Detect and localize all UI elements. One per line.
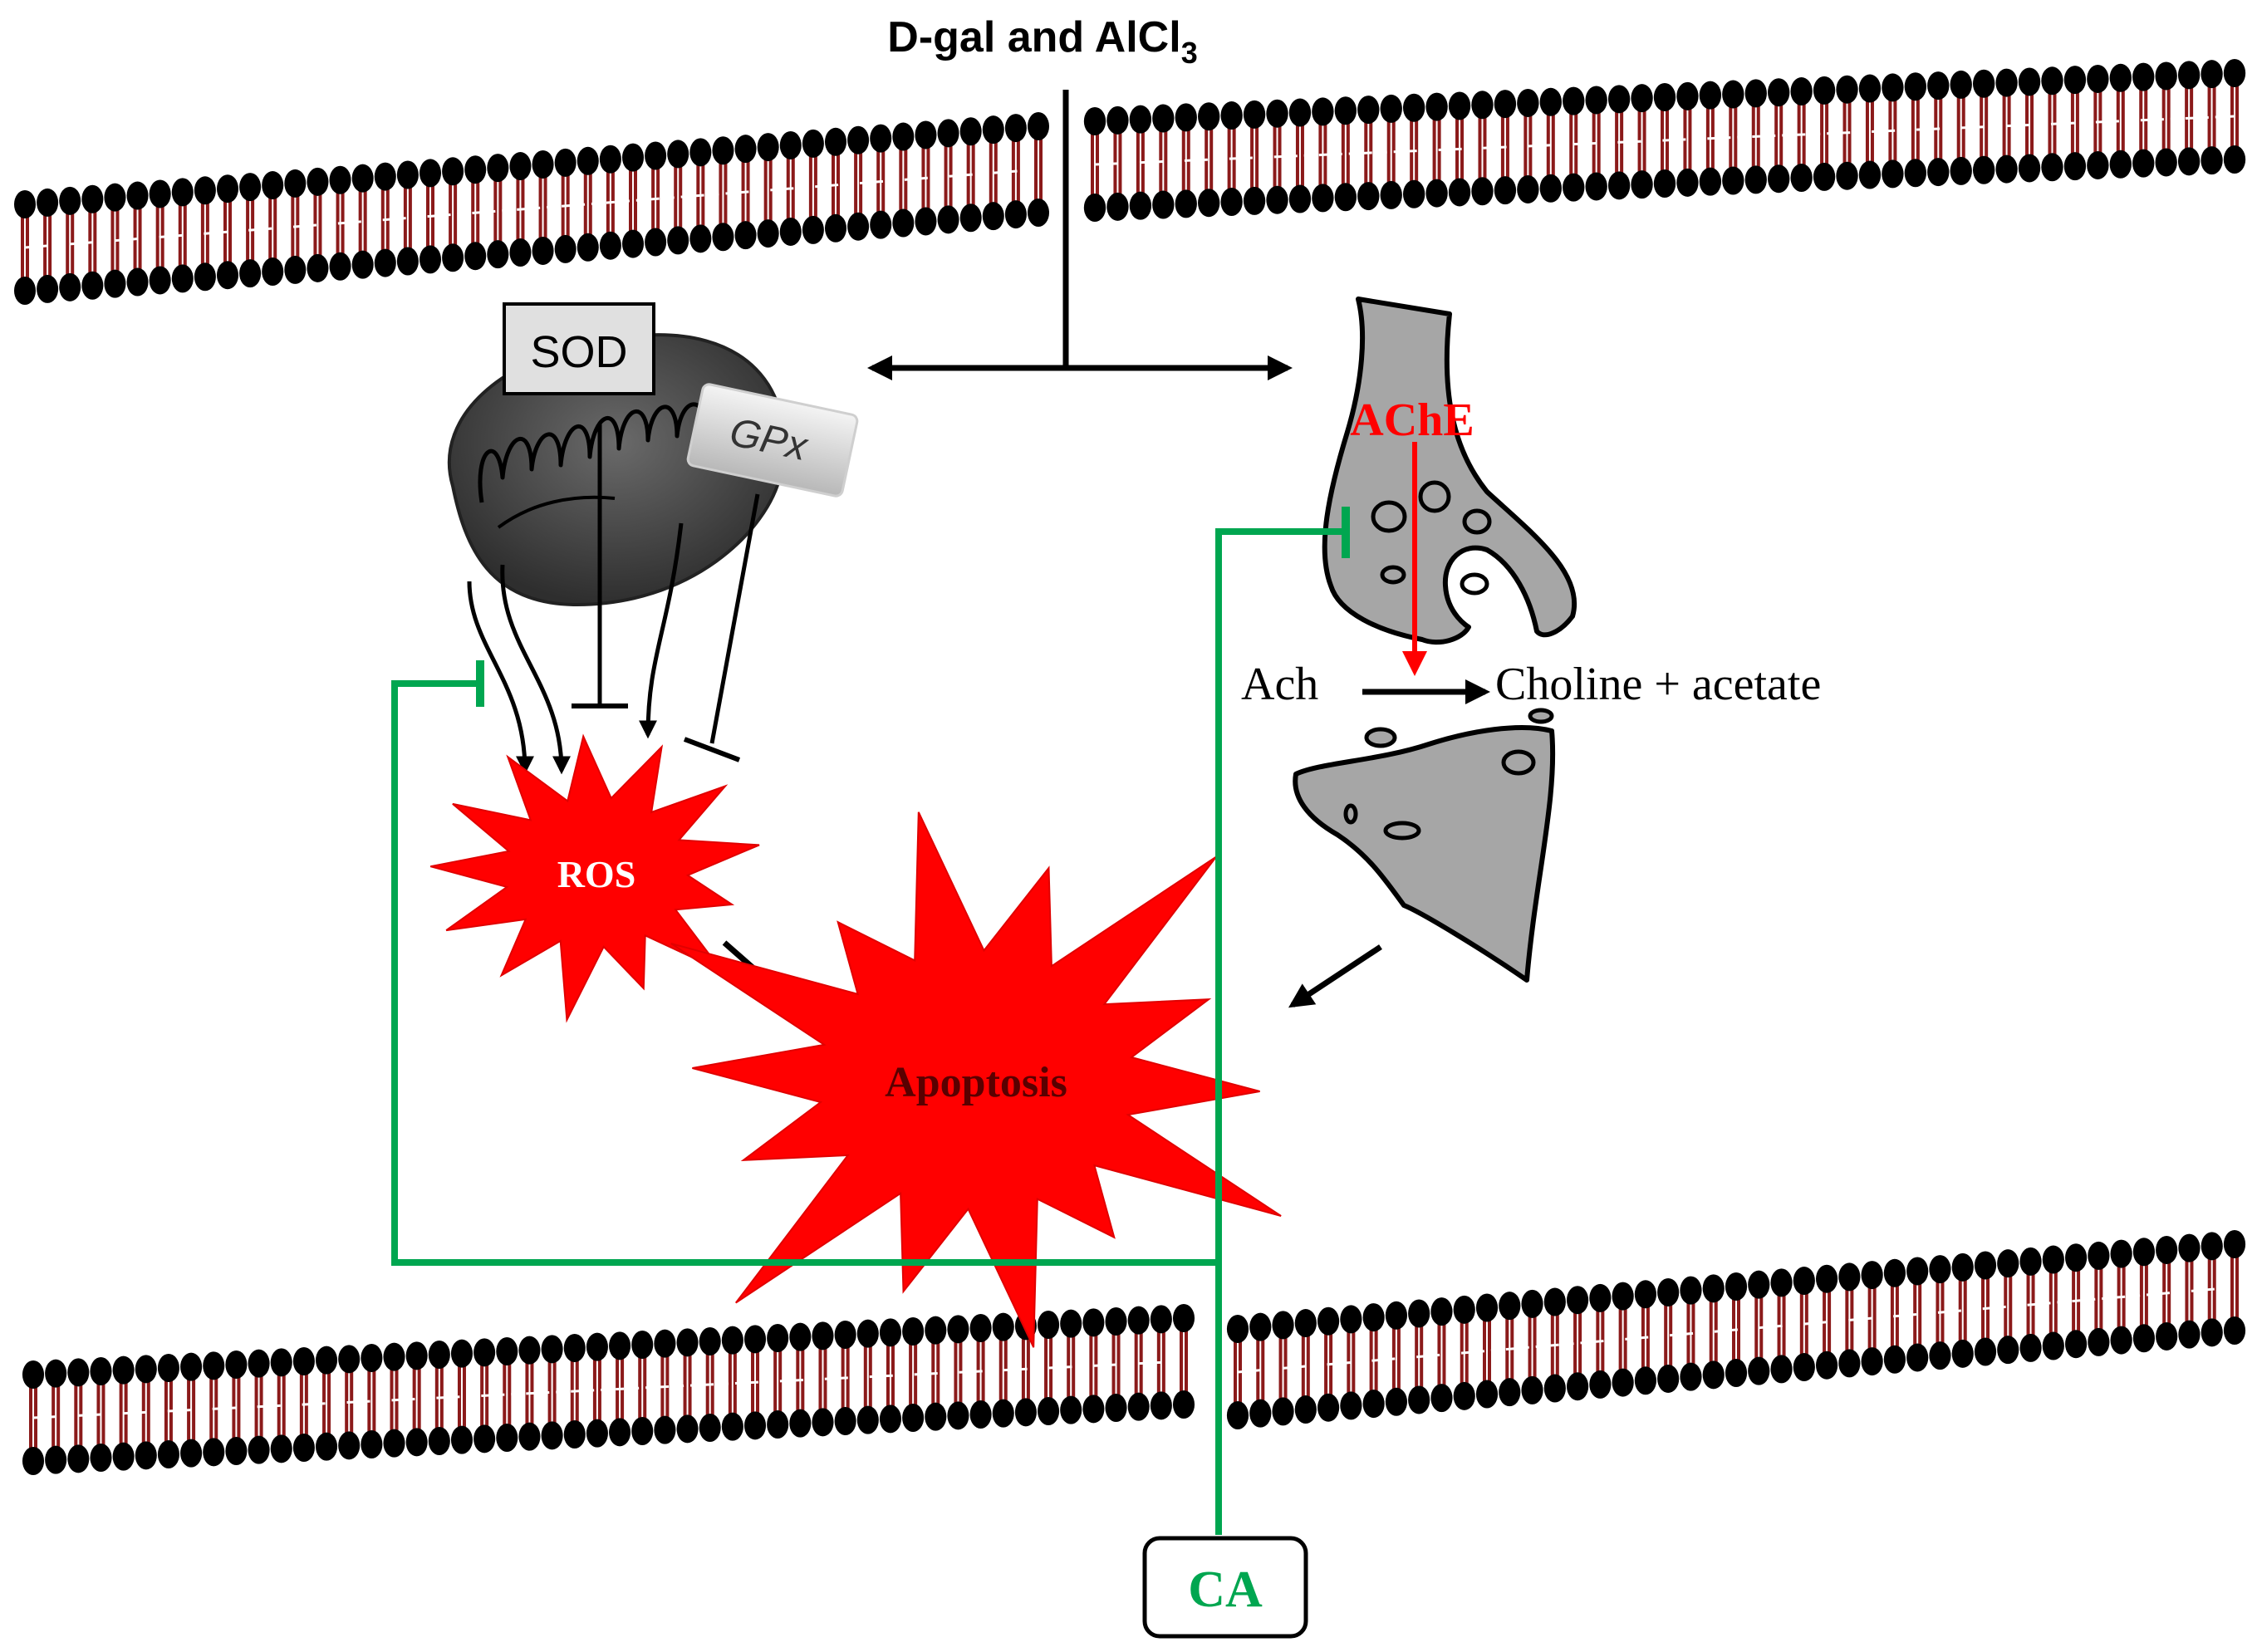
cell-membrane-group <box>13 59 2246 1475</box>
gpx-ros-inhibition <box>709 493 760 744</box>
presynaptic-terminal <box>1322 297 1577 645</box>
apoptosis-burst <box>670 811 1282 1348</box>
gpx-ros-inhibition-bar <box>683 737 741 762</box>
sod-label: SOD <box>530 327 627 377</box>
stimulus-label: D-gal and AlCl3 <box>887 13 1197 70</box>
apoptosis-label: Apoptosis <box>885 1059 1067 1106</box>
ros-label: ROS <box>557 853 636 895</box>
sod-box <box>503 302 655 395</box>
mito-ros-activation-2 <box>500 564 571 775</box>
gpx-box: GPx <box>686 383 859 498</box>
membrane-top-right <box>1083 59 2246 222</box>
membrane-top-left <box>13 112 1050 305</box>
reaction-substrate: Ach <box>1241 659 1318 710</box>
stimulus-subscript: 3 <box>1181 36 1198 70</box>
neuron-apoptosis-arrow <box>1288 944 1382 1008</box>
membrane-bottom-right <box>1226 1230 2246 1429</box>
mitochondrial-cristae <box>478 402 735 503</box>
reaction-products: Choline + acetate <box>1495 659 1821 710</box>
ca-label: CA <box>1188 1561 1263 1618</box>
mito-ros-activation-3 <box>639 522 684 739</box>
postsynaptic-neuron <box>1293 708 1556 983</box>
ache-label: AChE <box>1350 395 1474 446</box>
ca-inhibition-network <box>391 528 1346 1535</box>
mito-ros-activation-1 <box>467 581 534 775</box>
membrane-bottom-left <box>22 1304 1195 1475</box>
ca-box <box>1142 1536 1308 1639</box>
